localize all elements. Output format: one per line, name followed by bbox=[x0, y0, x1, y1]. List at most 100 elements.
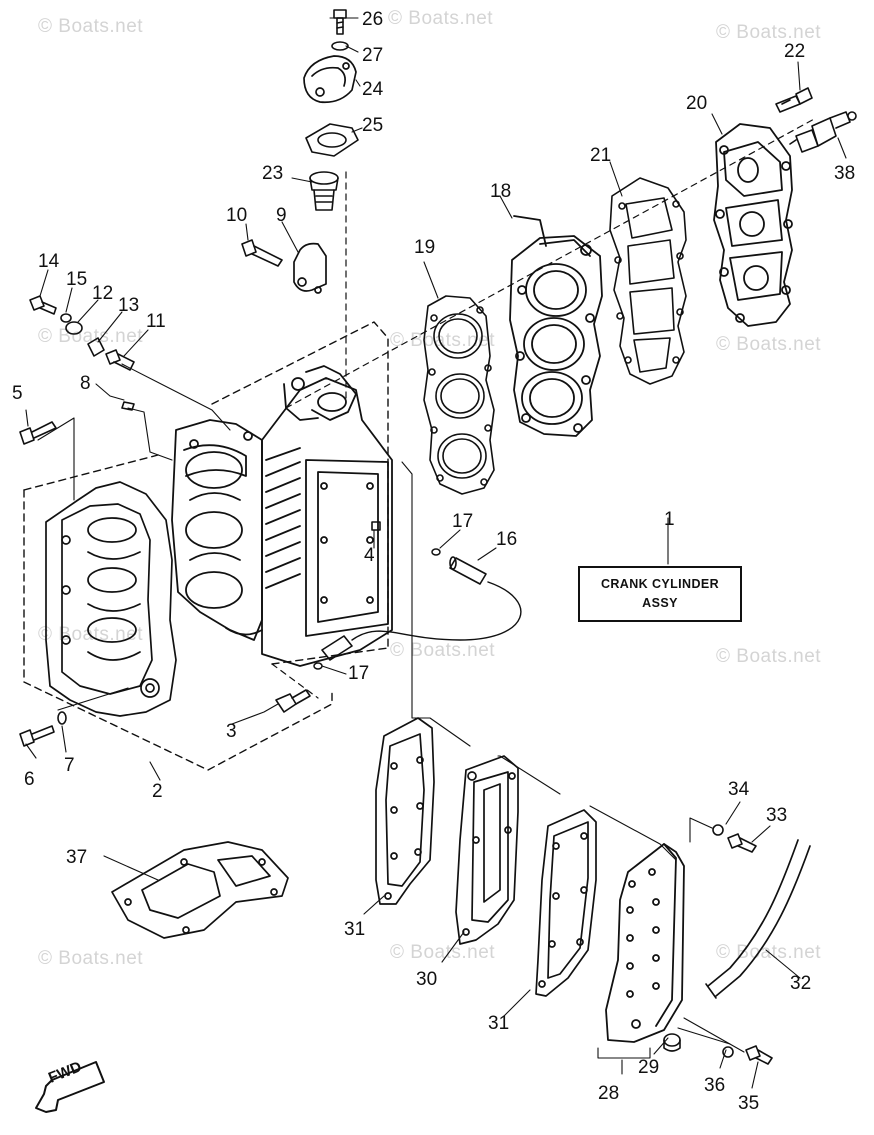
cylinder-head bbox=[509, 215, 603, 437]
callout-17: 17 bbox=[348, 663, 370, 684]
watermark: © Boats.net bbox=[716, 334, 822, 355]
callout-34: 34 bbox=[728, 779, 750, 800]
watermark: © Boats.net bbox=[390, 640, 496, 661]
assembly-title: CRANK CYLINDER bbox=[600, 577, 720, 591]
callout-6: 6 bbox=[24, 769, 35, 790]
callout-31: 31 bbox=[344, 919, 366, 940]
callout-32: 32 bbox=[790, 973, 812, 994]
callout-23: 23 bbox=[262, 163, 284, 184]
water-pipe bbox=[321, 635, 353, 661]
callout-9: 9 bbox=[276, 205, 287, 226]
hose bbox=[707, 839, 799, 987]
callout-7: 7 bbox=[64, 755, 75, 776]
bolt bbox=[19, 725, 55, 747]
head-gasket bbox=[423, 295, 495, 495]
callout-11: 11 bbox=[146, 311, 166, 332]
callout-31: 31 bbox=[488, 1013, 510, 1034]
washer bbox=[57, 711, 67, 725]
dashed-leader bbox=[271, 663, 319, 699]
callout-27: 27 bbox=[362, 45, 384, 66]
callout-2: 2 bbox=[152, 781, 163, 802]
hose-fitting bbox=[663, 1033, 681, 1052]
bolt bbox=[275, 689, 311, 713]
base-gasket bbox=[111, 841, 289, 939]
spark-plug bbox=[789, 111, 857, 153]
bolt bbox=[241, 239, 283, 267]
callout-10: 10 bbox=[226, 205, 248, 226]
thermostat-cover bbox=[303, 55, 357, 104]
leader-lines bbox=[25, 17, 847, 1089]
head-cover bbox=[713, 123, 793, 327]
hose bbox=[351, 581, 522, 641]
bolt bbox=[333, 9, 347, 35]
bolt bbox=[727, 833, 757, 853]
callout-14: 14 bbox=[38, 251, 60, 272]
assembly-title-box: CRANK CYLINDER ASSY bbox=[578, 566, 742, 622]
anode bbox=[105, 349, 135, 371]
watermark: © Boats.net bbox=[716, 646, 822, 667]
o-ring bbox=[313, 662, 323, 670]
washer bbox=[722, 1046, 734, 1058]
watermark: © Boats.net bbox=[38, 16, 144, 37]
callout-19: 19 bbox=[414, 237, 436, 258]
watermark: © Boats.net bbox=[38, 326, 144, 347]
callout-16: 16 bbox=[496, 529, 518, 550]
callout-24: 24 bbox=[362, 79, 384, 100]
bolt bbox=[775, 87, 813, 113]
thermostat-gasket bbox=[305, 123, 359, 157]
watermark: © Boats.net bbox=[390, 330, 496, 351]
callout-17: 17 bbox=[452, 511, 474, 532]
callout-20: 20 bbox=[686, 93, 708, 114]
callout-13: 13 bbox=[118, 295, 140, 316]
dowel-pin bbox=[121, 401, 135, 411]
callout-33: 33 bbox=[766, 805, 788, 826]
callout-28: 28 bbox=[598, 1083, 620, 1104]
bolt bbox=[745, 1045, 773, 1065]
head-cover-gasket bbox=[609, 177, 687, 385]
callout-18: 18 bbox=[490, 181, 512, 202]
plug bbox=[87, 337, 105, 357]
watermark: © Boats.net bbox=[716, 22, 822, 43]
thermostat bbox=[309, 171, 339, 211]
callout-5: 5 bbox=[12, 383, 23, 404]
washer bbox=[65, 321, 83, 335]
callout-35: 35 bbox=[738, 1093, 760, 1114]
watermark: © Boats.net bbox=[390, 942, 496, 963]
callout-4: 4 bbox=[364, 545, 375, 566]
washer bbox=[331, 41, 349, 51]
callout-26: 26 bbox=[362, 9, 384, 30]
exhaust-gasket bbox=[375, 717, 435, 905]
exhaust-inner-cover bbox=[455, 755, 519, 945]
callout-30: 30 bbox=[416, 969, 438, 990]
washer bbox=[60, 313, 72, 323]
hose bbox=[715, 845, 811, 997]
callout-22: 22 bbox=[784, 41, 806, 62]
assembly-subtitle: ASSY bbox=[642, 596, 678, 610]
callout-12: 12 bbox=[92, 283, 114, 304]
bolt bbox=[19, 421, 57, 445]
dowel-pin bbox=[371, 521, 381, 531]
callout-3: 3 bbox=[226, 721, 237, 742]
hose-clip bbox=[293, 242, 327, 294]
cylinder-block bbox=[171, 365, 393, 667]
callout-29: 29 bbox=[638, 1057, 660, 1078]
callout-36: 36 bbox=[704, 1075, 726, 1096]
fwd-arrow bbox=[35, 1061, 105, 1113]
crankcase-half bbox=[45, 481, 177, 717]
callout-38: 38 bbox=[834, 163, 856, 184]
watermark: © Boats.net bbox=[388, 8, 494, 29]
callout-8: 8 bbox=[80, 373, 91, 394]
callout-21: 21 bbox=[590, 145, 612, 166]
callout-15: 15 bbox=[66, 269, 88, 290]
water-pipe bbox=[449, 556, 487, 585]
bolt bbox=[29, 295, 57, 315]
callout-25: 25 bbox=[362, 115, 384, 136]
crankcase-boundary-dashed bbox=[23, 321, 389, 771]
callout-37: 37 bbox=[66, 847, 88, 868]
watermark: © Boats.net bbox=[38, 948, 144, 969]
exhaust-gasket bbox=[535, 809, 597, 997]
washer bbox=[712, 824, 724, 836]
dashed-leader bbox=[285, 117, 817, 409]
o-ring bbox=[431, 548, 441, 556]
